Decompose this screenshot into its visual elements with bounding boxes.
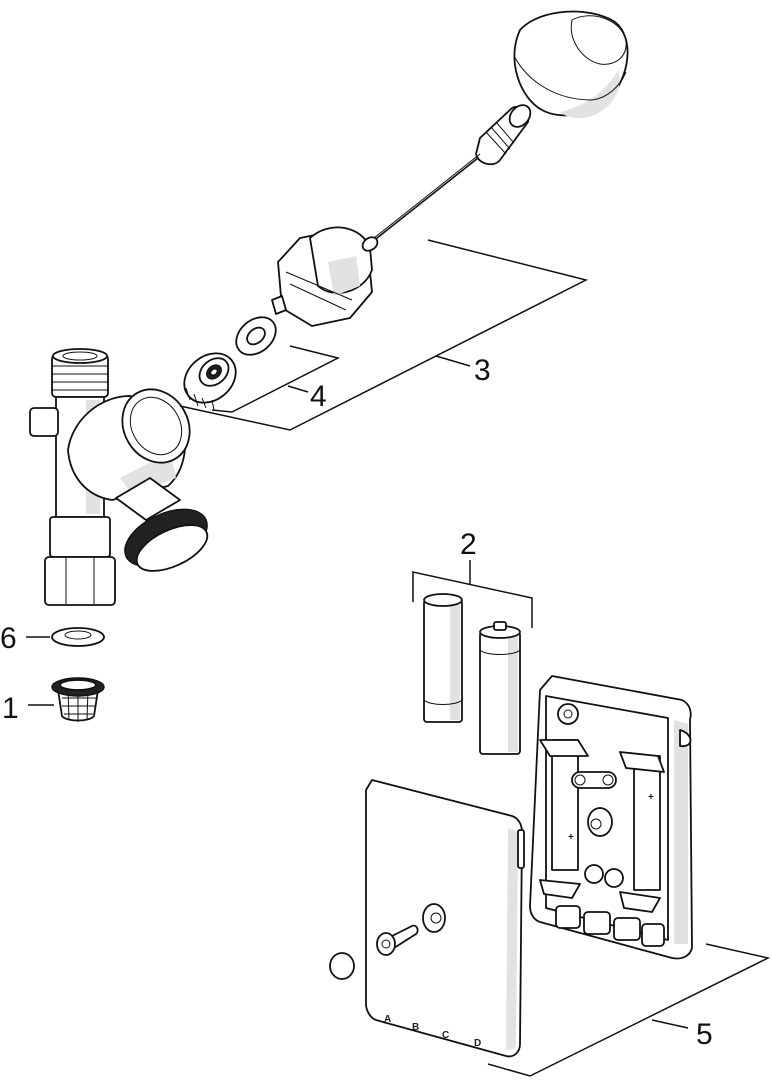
battery-box-housing: + + bbox=[529, 675, 693, 960]
battery-right bbox=[479, 621, 521, 755]
solenoid-valve bbox=[271, 226, 379, 327]
cover-marking-a: A bbox=[384, 1014, 391, 1025]
washer-ring bbox=[235, 316, 277, 356]
callout-1: 1 bbox=[2, 692, 19, 725]
strainer-filter bbox=[51, 677, 105, 722]
callout-2: 2 bbox=[460, 528, 477, 561]
bracket-2 bbox=[412, 560, 533, 628]
bracket-5 bbox=[487, 943, 771, 1077]
callout-4: 4 bbox=[310, 380, 327, 413]
cover-screw bbox=[376, 924, 419, 956]
cover-cap-plug bbox=[329, 952, 355, 980]
cover-marking-d: D bbox=[474, 1038, 481, 1049]
callout-6: 6 bbox=[0, 622, 17, 655]
angle-valve-body bbox=[29, 348, 209, 606]
bracket-4 bbox=[211, 345, 341, 413]
battery-box-cover: A B C D bbox=[365, 779, 525, 1058]
valve-seat-gear bbox=[183, 352, 237, 411]
battery-left bbox=[423, 593, 463, 723]
callout-3: 3 bbox=[474, 354, 491, 387]
dome-cap bbox=[513, 10, 629, 119]
cover-marking-c: C bbox=[442, 1030, 449, 1041]
callout-5: 5 bbox=[696, 1018, 713, 1051]
polarity-plus-left: + bbox=[568, 832, 574, 843]
polarity-plus-right: + bbox=[648, 792, 654, 803]
cable-connector bbox=[371, 104, 532, 243]
bracket-3 bbox=[179, 239, 589, 431]
cover-marking-b: B bbox=[412, 1022, 419, 1033]
flat-seal-washer bbox=[51, 627, 105, 647]
